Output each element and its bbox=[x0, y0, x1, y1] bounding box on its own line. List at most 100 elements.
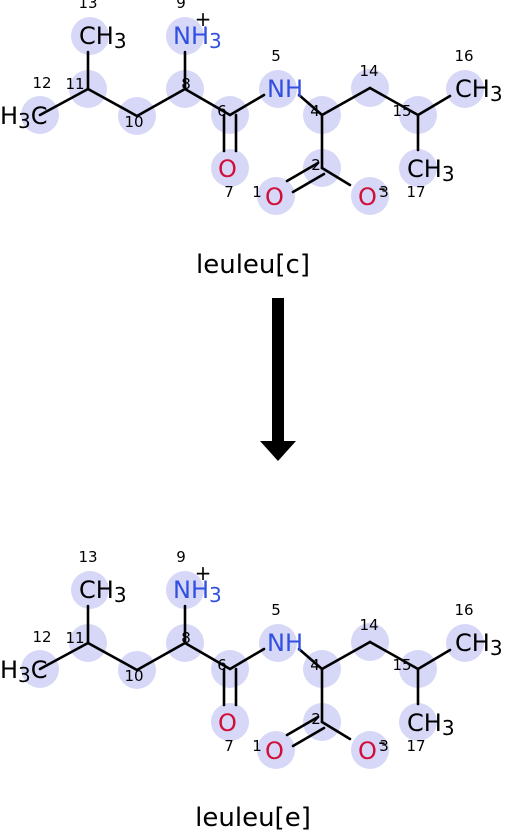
bond-line bbox=[135, 641, 187, 672]
atom-label-o7: O bbox=[218, 709, 237, 737]
atom-index-c11: 11 bbox=[65, 629, 84, 647]
atom-index-o3: 3 bbox=[379, 737, 389, 755]
bond-line bbox=[368, 640, 420, 671]
atom-index-c14: 14 bbox=[359, 62, 378, 80]
atom-highlight-c17 bbox=[399, 149, 437, 187]
atom-highlight-o1 bbox=[257, 731, 295, 769]
atom-index-n9: 9 bbox=[176, 0, 186, 12]
atom-index-c14: 14 bbox=[359, 616, 378, 634]
bond-line bbox=[38, 641, 90, 671]
bond-line bbox=[228, 93, 266, 117]
atom-highlight-n9 bbox=[166, 571, 204, 609]
bond-line bbox=[320, 720, 352, 741]
down-arrow-icon bbox=[260, 298, 296, 461]
atom-index-c17: 17 bbox=[406, 737, 425, 755]
atom-index-c6: 6 bbox=[217, 656, 227, 674]
product-bonds bbox=[38, 604, 452, 748]
atom-index-o1: 1 bbox=[252, 183, 262, 201]
atom-highlight-o3 bbox=[351, 177, 389, 215]
atom-label-n5: NH bbox=[267, 629, 303, 657]
atom-index-c16: 16 bbox=[454, 601, 473, 619]
atom-index-c4: 4 bbox=[310, 102, 320, 120]
atom-label-c12: H3C bbox=[0, 656, 48, 687]
bond-line bbox=[416, 648, 452, 671]
atom-index-c4: 4 bbox=[310, 656, 320, 674]
atom-index-c2: 2 bbox=[311, 156, 321, 174]
atom-highlight-c13 bbox=[71, 571, 109, 609]
atom-index-c12: 12 bbox=[32, 74, 51, 92]
bond-line bbox=[320, 640, 372, 671]
charge-o3: - bbox=[378, 176, 385, 200]
atom-highlight-o7 bbox=[211, 703, 249, 741]
bond-line bbox=[320, 166, 352, 187]
atom-highlight-n5 bbox=[259, 70, 297, 108]
atom-highlight-c16 bbox=[446, 70, 484, 108]
atom-index-n9: 9 bbox=[176, 548, 186, 566]
atom-label-n9: NH3 bbox=[173, 576, 222, 607]
atom-label-c13: CH3 bbox=[79, 22, 127, 53]
atom-label-o1: O bbox=[265, 183, 284, 211]
atom-label-o3: O bbox=[358, 737, 377, 765]
atom-index-c16: 16 bbox=[454, 47, 473, 65]
atom-label-c17: CH3 bbox=[407, 155, 455, 186]
atom-label-c16: CH3 bbox=[455, 75, 503, 106]
reactant-bonds bbox=[38, 50, 452, 194]
atom-index-c8: 8 bbox=[181, 75, 191, 93]
atom-index-n5: 5 bbox=[271, 601, 281, 619]
atom-index-o7: 7 bbox=[224, 737, 234, 755]
bond-line bbox=[38, 87, 90, 117]
charge-n9: + bbox=[195, 561, 212, 585]
bond-line bbox=[183, 641, 232, 671]
atom-label-c13: CH3 bbox=[79, 576, 127, 607]
atom-index-c10: 10 bbox=[124, 113, 143, 131]
atom-index-c8: 8 bbox=[181, 629, 191, 647]
bond-line bbox=[228, 647, 266, 671]
atom-index-c12: 12 bbox=[32, 628, 51, 646]
atom-highlight-c13 bbox=[71, 17, 109, 55]
atom-highlight-c17 bbox=[399, 703, 437, 741]
atom-highlight-c16 bbox=[446, 624, 484, 662]
atom-index-c17: 17 bbox=[406, 183, 425, 201]
atom-highlight-n5 bbox=[259, 624, 297, 662]
bond-line bbox=[86, 87, 139, 118]
atom-index-c13: 13 bbox=[78, 0, 97, 12]
charge-n9: + bbox=[195, 7, 212, 31]
atom-index-c11: 11 bbox=[65, 75, 84, 93]
reactant-label: leuleu[c] bbox=[196, 250, 310, 280]
bond-line bbox=[135, 87, 187, 118]
atom-index-o7: 7 bbox=[224, 183, 234, 201]
atom-index-o1: 1 bbox=[252, 737, 262, 755]
bond-line bbox=[297, 647, 324, 671]
product-label: leuleu[e] bbox=[195, 803, 311, 832]
atom-highlight-o3 bbox=[351, 731, 389, 769]
atom-index-c2: 2 bbox=[311, 710, 321, 728]
atom-label-o3: O bbox=[358, 183, 377, 211]
atom-label-n9: NH3 bbox=[173, 22, 222, 53]
atom-label-c16: CH3 bbox=[455, 629, 503, 660]
atom-index-c15: 15 bbox=[392, 656, 411, 674]
atom-index-c15: 15 bbox=[392, 102, 411, 120]
bond-line bbox=[416, 94, 452, 117]
atom-label-c12: H3C bbox=[0, 102, 48, 133]
atom-index-c13: 13 bbox=[78, 548, 97, 566]
bond-line bbox=[183, 87, 232, 117]
charge-o3: - bbox=[378, 730, 385, 754]
double-bond-line bbox=[285, 161, 320, 183]
bond-line bbox=[86, 641, 139, 672]
atom-highlight-o1 bbox=[257, 177, 295, 215]
atom-index-n5: 5 bbox=[271, 47, 281, 65]
bond-line bbox=[368, 86, 420, 117]
atom-index-c6: 6 bbox=[217, 102, 227, 120]
atom-index-c10: 10 bbox=[124, 667, 143, 685]
double-bond-line bbox=[285, 715, 320, 737]
bond-line bbox=[297, 93, 324, 117]
atom-label-n5: NH bbox=[267, 75, 303, 103]
double-bond-line bbox=[291, 172, 326, 194]
atom-label-o7: O bbox=[218, 155, 237, 183]
atom-label-o1: O bbox=[265, 737, 284, 765]
